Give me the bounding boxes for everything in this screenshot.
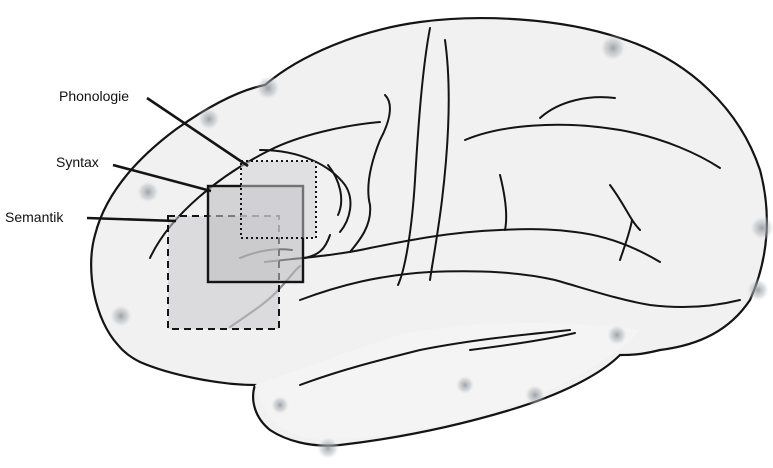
temporal-lobe-shade (255, 323, 640, 440)
electrode-marks (109, 34, 773, 460)
sulci (149, 27, 741, 386)
region-phonologie (240, 160, 317, 239)
leader-line-phonologie (146, 96, 249, 168)
leader-line-syntax (112, 163, 212, 193)
label-syntax: Syntax (56, 154, 99, 170)
leader-line-semantik (86, 216, 177, 223)
label-phonologie: Phonologie (59, 88, 130, 104)
label-semantik: Semantik (5, 209, 64, 225)
leader-lines (86, 96, 249, 223)
